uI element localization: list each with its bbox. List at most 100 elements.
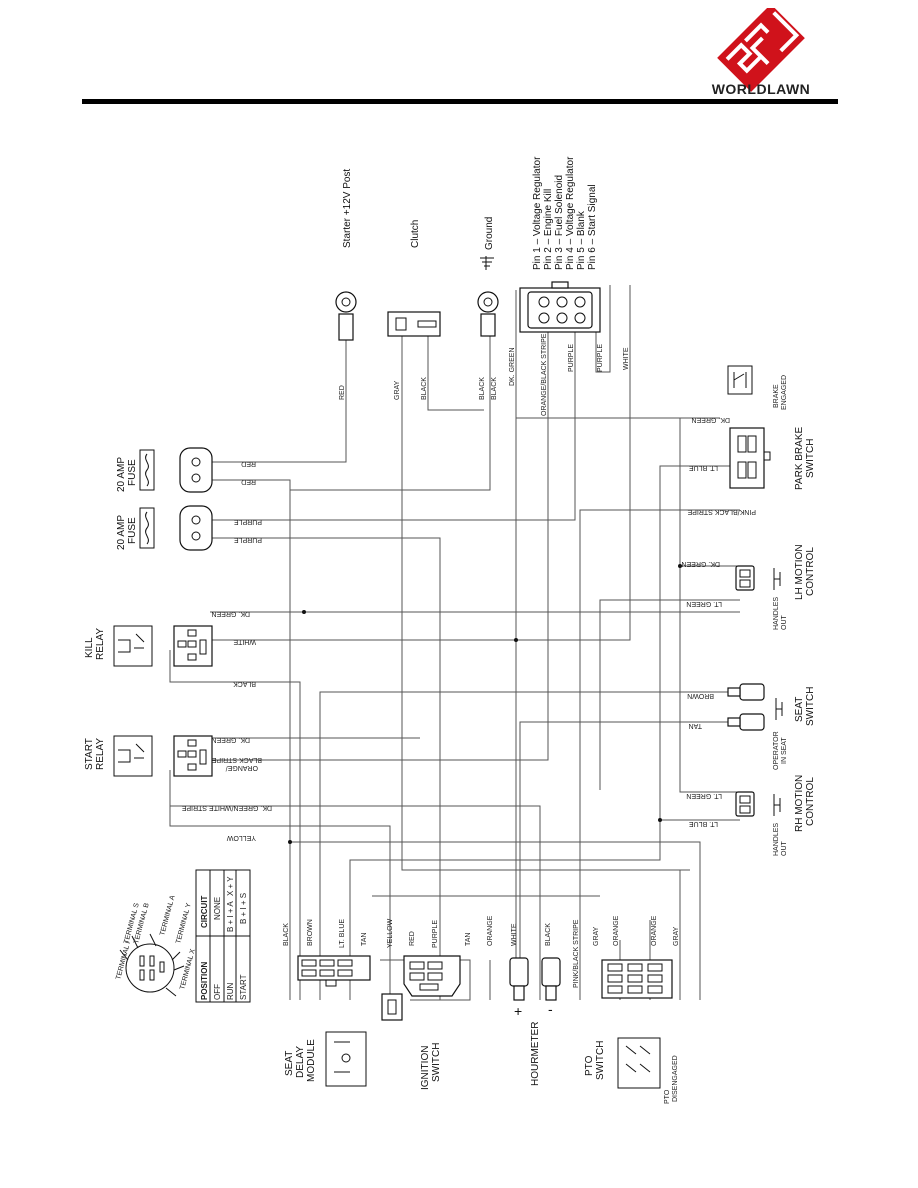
truth-table: POSITION CIRCUIT OFF NONE RUN B + I + A …	[195, 869, 251, 1003]
pin-6: Pin 6 – Start Signal	[587, 184, 598, 270]
operator-label-a: OPERATOR	[773, 731, 780, 770]
hourmeter-label: HOURMETER	[530, 1022, 541, 1086]
table-row-run-circuit-b: X + Y	[226, 876, 235, 896]
hourmeter-minus: -	[548, 1001, 553, 1017]
pto-switch-connector-icon	[601, 959, 673, 999]
clutch-connector-icon	[387, 311, 441, 337]
wire-label-tan-ign: TAN	[465, 933, 472, 946]
wire-label-yellow-ign: YELLOW	[387, 918, 394, 948]
ignition-label-b: SWITCH	[431, 1043, 442, 1082]
ground-symbol-icon	[480, 256, 494, 270]
wire-label-orange-black-top: ORANGE/BLACK STRIPE	[541, 333, 548, 416]
header-rule	[82, 99, 838, 104]
rh-handles-schematic-icon	[773, 794, 781, 816]
wire-label-dk-green-top: DK. GREEN	[509, 347, 516, 386]
wire-label-gray-pto-2: GRAY	[673, 926, 680, 946]
pin-list: Pin 1 – Voltage Regulator Pin 2 – Engine…	[532, 156, 598, 270]
ground-label: Ground	[484, 217, 495, 250]
wire-label-tan-sdm: TAN	[361, 933, 368, 946]
wire-label-lt-blue-pb: LT. BLUE	[689, 464, 718, 471]
fuse-1-icon	[139, 447, 213, 493]
wire-label-pink-black: PINK/BLACK STRIPE	[687, 508, 756, 515]
kill-relay-icon	[113, 625, 213, 667]
wire-label-black-stripe: BLACK STRIPE	[211, 756, 262, 763]
seat-switch-label-b: SWITCH	[805, 687, 816, 726]
terminal-x: TERMINAL X	[179, 948, 197, 990]
wire-label-pink-black-pto: PINK/BLACK STRIPE	[573, 919, 580, 988]
pin-3: Pin 3 – Fuel Solenoid	[554, 175, 565, 270]
table-row-off-pos: OFF	[213, 984, 222, 1000]
seat-switch-label-a: SEAT	[794, 697, 805, 722]
wire-label-purple-top-2: PURPLE	[597, 344, 604, 372]
wire-label-black-top-2: BLACK	[479, 377, 486, 400]
seat-delay-label-b: DELAY	[295, 1046, 306, 1078]
wire-label-white-top: WHITE	[623, 347, 630, 370]
wire-label-dk-green-start: DK. GREEN	[211, 736, 250, 743]
worldlawn-logo: WORLDLAWN	[686, 4, 836, 103]
wire-label-red-fuse-1: RED	[241, 460, 256, 467]
start-relay-label-a: START	[84, 738, 95, 770]
wire-label-yellow: YELLOW	[226, 834, 256, 841]
wire-label-black-hm: BLACK	[545, 923, 552, 946]
wire-label-purple-fuse-2: PURPLE	[234, 536, 262, 543]
starter-label: Starter +12V Post	[342, 169, 353, 248]
start-relay-icon	[113, 735, 213, 777]
brake-engaged-label-a: BRAKE	[773, 384, 780, 408]
fuse-1-label-b: FUSE	[127, 459, 138, 486]
operator-label-b: IN SEAT	[781, 737, 788, 764]
wire-label-lt-blue-sdm: LT. BLUE	[339, 919, 346, 948]
lh-handles-out-a: HANDLES	[773, 597, 780, 630]
seat-delay-module-connector-icon	[297, 955, 371, 987]
wire-label-dk-green-white: DK. GREEN/WHITE STRIPE	[181, 804, 272, 811]
wire-label-red-fuse-2: RED	[241, 478, 256, 485]
wire-label-black-top: BLACK	[421, 377, 428, 400]
seat-delay-label-a: SEAT	[284, 1051, 295, 1076]
pto-label-a: PTO	[584, 1055, 595, 1076]
wire-label-white-kill: WHITE	[233, 638, 256, 645]
engine-6pin-connector-icon	[519, 281, 601, 333]
wire-label-brown-sdm: BROWN	[307, 919, 314, 946]
wire-label-black-kill: BLACK	[233, 680, 256, 687]
terminal-y: TERMINAL Y	[175, 902, 193, 944]
wire-label-dk-green-lh: DK. GREEN	[681, 560, 720, 567]
wire-label-purple-top: PURPLE	[568, 344, 575, 372]
wire-label-purple-fuse-1: PURPLE	[234, 518, 262, 525]
kill-relay-label-b: RELAY	[95, 628, 106, 660]
lh-motion-connector-icon	[735, 565, 755, 591]
pto-disengaged-b: DISENGAGED	[672, 1055, 679, 1102]
table-row-off-circuit: NONE	[213, 897, 222, 920]
pin-2: Pin 2 – Engine Kill	[543, 189, 554, 270]
wire-label-white-hm: WHITE	[511, 923, 518, 946]
wire-label-orange-pto-2: ORANGE	[651, 915, 658, 946]
logo-mark-icon	[717, 4, 805, 92]
table-row-start-circuit: B + I + S	[239, 893, 248, 924]
lh-handles-schematic-icon	[773, 568, 781, 590]
hourmeter-connector-icon	[509, 957, 561, 1001]
wire-label-brown: BROWN	[687, 692, 714, 699]
pin-1: Pin 1 – Voltage Regulator	[532, 156, 543, 270]
wire-label-red-ign: RED	[409, 931, 416, 946]
pto-label-b: SWITCH	[595, 1041, 606, 1080]
wire-label-lt-green-lh: LT. GREEN	[686, 600, 722, 607]
brake-engaged-label-b: ENGAGED	[781, 375, 788, 410]
start-relay-label-b: RELAY	[95, 738, 106, 770]
pto-switch-schematic-icon	[617, 1037, 661, 1089]
ignition-switch-connector-icon	[381, 955, 461, 1021]
table-row-run-pos: RUN	[226, 982, 235, 1000]
clutch-label: Clutch	[410, 220, 421, 248]
wire-label-lt-green-rh: LT. GREEN	[686, 792, 722, 799]
lh-motion-label-a: LH MOTION	[794, 544, 805, 600]
wire-label-lt-blue-rh: LT. BLUE	[689, 820, 718, 827]
rh-handles-out-a: HANDLES	[773, 823, 780, 856]
terminal-a: TERMINAL A	[159, 894, 177, 936]
wire-label-dk-green-kill: DK. GREEN	[211, 610, 250, 617]
table-row-run-circuit-a: B + I + A	[226, 901, 235, 932]
seat-switch-schematic-icon	[775, 698, 783, 720]
wire-label-gray-top: GRAY	[394, 380, 401, 400]
seat-delay-module-schematic-icon	[325, 1031, 367, 1087]
fuse-2-label-a: 20 AMP	[116, 515, 127, 550]
wire-label-orange-slash: ORANGE/	[226, 764, 258, 771]
wire-label-orange-pto: ORANGE	[613, 915, 620, 946]
lh-handles-out-b: OUT	[781, 615, 788, 631]
